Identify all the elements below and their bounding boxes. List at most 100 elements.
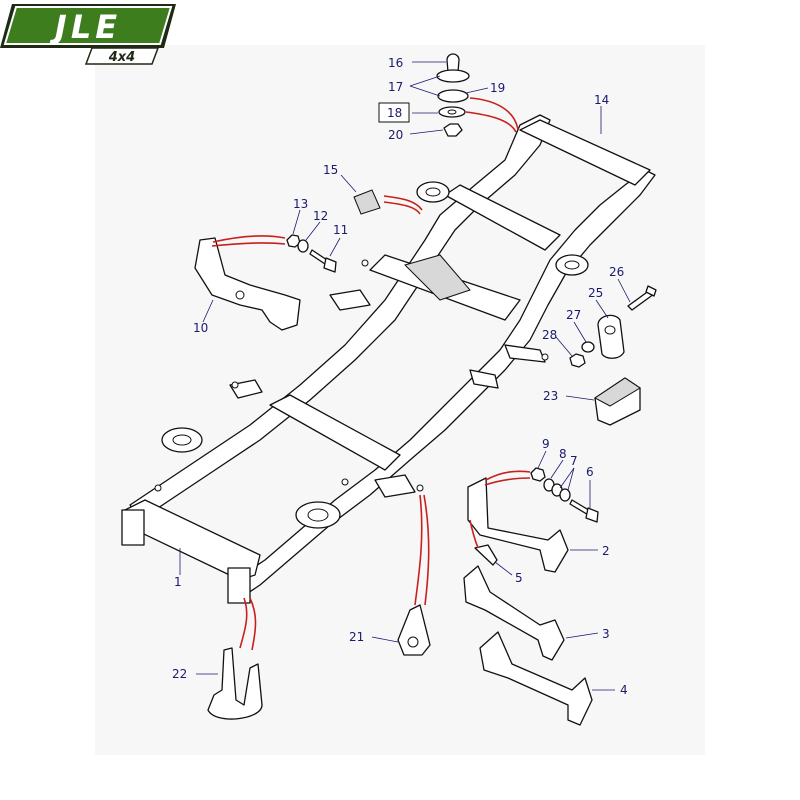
callout-4: 4 — [620, 683, 628, 697]
bolt-11-head — [323, 257, 337, 273]
frame-bolt — [361, 259, 369, 267]
frame-bolt — [541, 353, 549, 361]
callout-9: 9 — [542, 437, 550, 451]
connector-21a — [414, 494, 423, 606]
callout-leaders — [179, 61, 631, 691]
connector-2a — [485, 470, 531, 481]
callout-2: 2 — [602, 544, 610, 558]
leader-28 — [555, 336, 573, 357]
washer-12 — [297, 239, 309, 253]
nut-28 — [569, 353, 586, 368]
leader-23 — [565, 395, 595, 401]
callout-5: 5 — [515, 571, 523, 585]
bolt-6-head — [585, 507, 599, 523]
leader-10 — [202, 299, 214, 323]
mount-nut-20 — [443, 123, 463, 137]
callout-28: 28 — [542, 328, 557, 342]
callout-15: 15 — [323, 163, 338, 177]
outrigger-3 — [463, 565, 565, 661]
leader-7a — [559, 467, 575, 489]
connector-10b — [211, 242, 286, 247]
bracket-21-hole — [407, 636, 419, 648]
mount-stud-16 — [446, 53, 460, 73]
mount-plate-25 — [597, 314, 625, 359]
front-left-horn — [121, 509, 145, 546]
logo-sub-text: 4x4 — [108, 50, 135, 65]
callout-21: 21 — [349, 630, 364, 644]
callout-17: 17 — [388, 80, 403, 94]
gearbox-mount-area — [404, 254, 471, 301]
frame-bolt — [416, 484, 424, 492]
callout-25: 25 — [588, 286, 603, 300]
connector-15b — [383, 201, 421, 215]
leader-8 — [550, 459, 564, 479]
leader-20 — [409, 129, 444, 135]
leader-26 — [617, 278, 631, 303]
washer-7b — [559, 488, 571, 502]
connector-21b — [423, 494, 430, 606]
bracket-21 — [397, 604, 431, 656]
leader-17a — [409, 75, 441, 87]
mount-rubber-17-lower — [437, 89, 469, 103]
callout-16: 16 — [388, 56, 403, 70]
callout-10: 10 — [193, 321, 208, 335]
leader-3 — [565, 632, 599, 639]
connector-22b — [249, 597, 257, 651]
callout-11: 11 — [333, 223, 348, 237]
left-main-rail — [129, 114, 551, 521]
callout-1: 1 — [174, 575, 182, 589]
chassis-frame — [121, 114, 656, 604]
towing-eye-22 — [207, 647, 263, 720]
rear-right-turret-hole — [564, 260, 580, 270]
leader-12 — [305, 221, 321, 241]
callout-22: 22 — [172, 667, 187, 681]
crossmember-rear-1 — [444, 184, 561, 251]
crossmember-mid-1 — [269, 394, 401, 471]
outrigger-bracket-10 — [194, 237, 301, 331]
callout-20: 20 — [388, 128, 403, 142]
callout-12: 12 — [313, 209, 328, 223]
callout-27: 27 — [566, 308, 581, 322]
connector-10a — [212, 235, 286, 243]
plate-25-hole — [604, 325, 616, 335]
washer-27 — [581, 341, 595, 353]
connector-5 — [469, 519, 479, 549]
callout-3: 3 — [602, 627, 610, 641]
frame-bolt — [231, 381, 239, 389]
leader-15 — [340, 174, 357, 193]
callout-18: 18 — [387, 106, 402, 120]
outrigger-4 — [479, 631, 593, 726]
leader-7b — [567, 467, 575, 491]
logo-brand-text: JLE — [49, 8, 121, 46]
connector-19 — [469, 97, 519, 131]
callout-8: 8 — [559, 447, 567, 461]
outrigger-left-1 — [329, 289, 371, 311]
mount-washer-18-hole — [447, 109, 457, 115]
connector-18 — [465, 111, 517, 133]
mount-23-top — [594, 377, 641, 407]
jle-4x4-logo: JLE 4x4 — [0, 4, 176, 65]
connector-22a — [239, 597, 248, 649]
leader-9 — [537, 450, 547, 469]
leader-13 — [292, 209, 301, 235]
mount-rubber-17-upper — [436, 69, 470, 83]
outrigger-2 — [467, 477, 569, 573]
leader-17b — [409, 85, 441, 97]
bolt-5 — [474, 544, 498, 566]
callout-14: 14 — [594, 93, 609, 107]
outrigger-right-3 — [374, 474, 416, 498]
connector-15 — [383, 195, 423, 211]
leader-11 — [329, 237, 341, 257]
callout-19: 19 — [490, 81, 505, 95]
bracket-10-hole — [235, 290, 245, 300]
logo-sub-tab — [84, 47, 160, 65]
leader-21 — [371, 636, 399, 643]
outrigger-right-1 — [504, 344, 546, 363]
front-right-horn — [227, 567, 251, 604]
frame-bolt — [341, 478, 349, 486]
leader-27 — [573, 321, 587, 343]
logo-plate — [3, 6, 173, 45]
body-mount-stack — [436, 53, 470, 137]
